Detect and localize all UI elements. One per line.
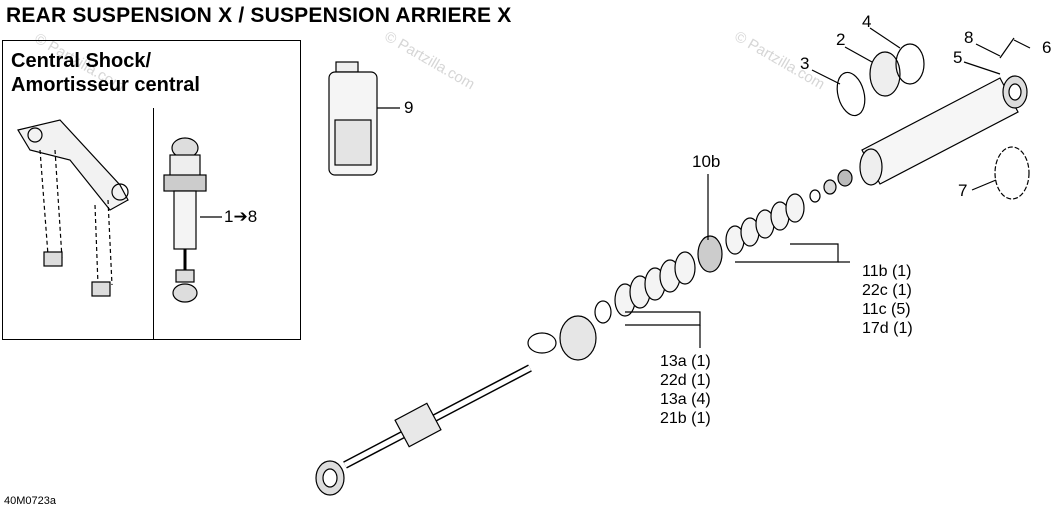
group-a-item: 22c (1) xyxy=(862,282,912,299)
callout-7: 7 xyxy=(958,181,968,200)
o-ring xyxy=(836,71,866,117)
group-a-item: 11c (5) xyxy=(862,301,911,318)
group-b-item: 21b (1) xyxy=(660,410,711,427)
page-title: REAR SUSPENSION X / SUSPENSION ARRIERE X xyxy=(6,4,512,27)
callout-2: 2 xyxy=(836,30,846,49)
inset-divider xyxy=(153,108,154,340)
callout-9: 9 xyxy=(404,98,414,117)
central-shock-inset: Central Shock/ Amortisseur central xyxy=(2,40,301,340)
seal-disc xyxy=(895,43,925,85)
callout-3: 3 xyxy=(800,54,810,73)
shock-body xyxy=(859,75,1028,186)
callout-6: 6 xyxy=(1042,38,1052,57)
inset-heading-line1: Central Shock/ xyxy=(11,50,152,72)
inset-heading: Central Shock/ Amortisseur central xyxy=(11,49,200,97)
group-a-item: 17d (1) xyxy=(862,320,913,337)
shock-shaft xyxy=(315,300,612,496)
valve-stack-lower xyxy=(614,235,723,317)
oil-bottle xyxy=(328,61,400,176)
parts-group-a: 11b (1) 22c (1) 11c (5) 17d (1) xyxy=(862,262,913,338)
callout-10b: 10b xyxy=(692,152,721,171)
suspension-frame-drawing xyxy=(17,119,129,297)
callout-5: 5 xyxy=(953,48,963,67)
snap-ring xyxy=(994,146,1030,200)
group-b-item: 13a (1) xyxy=(660,353,711,370)
group-b-item: 22d (1) xyxy=(660,372,711,389)
callout-1-8: 1➔8 xyxy=(224,207,258,226)
screw xyxy=(999,37,1015,59)
diagram-code: 40M0723a xyxy=(4,495,56,507)
group-a-item: 11b (1) xyxy=(862,263,912,280)
callout-4: 4 xyxy=(862,12,872,31)
seal-cap xyxy=(869,51,901,97)
callout-8: 8 xyxy=(964,28,974,47)
inset-heading-line2: Amortisseur central xyxy=(11,74,200,96)
parts-group-b: 13a (1) 22d (1) 13a (4) 21b (1) xyxy=(660,352,711,428)
valve-stack-upper xyxy=(725,169,853,255)
central-shock-drawing xyxy=(163,137,222,303)
group-b-item: 13a (4) xyxy=(660,391,711,408)
